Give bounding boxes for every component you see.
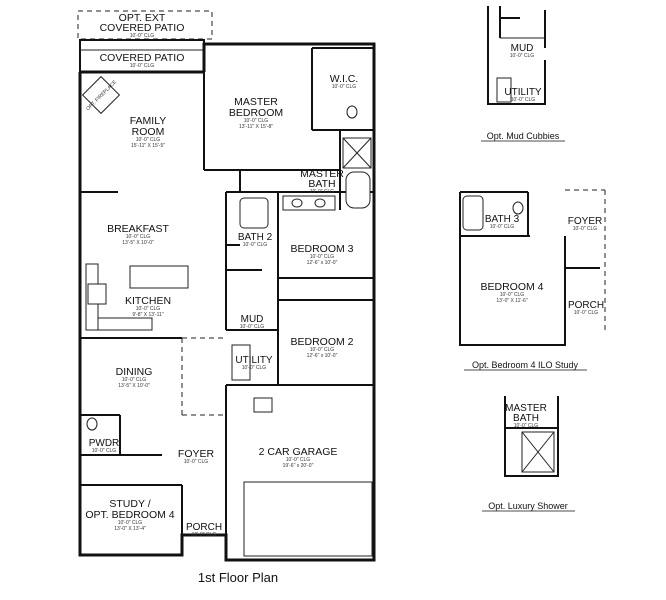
svg-text:10'-0" CLG: 10'-0" CLG bbox=[510, 53, 535, 59]
room-bedroom2: BEDROOM 2 bbox=[290, 336, 353, 348]
svg-text:13'-5" X 10'-0": 13'-5" X 10'-0" bbox=[118, 383, 150, 389]
svg-text:10'-0" CLG: 10'-0" CLG bbox=[243, 242, 268, 248]
room-breakfast: BREAKFAST bbox=[107, 223, 169, 235]
svg-text:BEDROOM: BEDROOM bbox=[229, 107, 283, 119]
option-mud-cubbies: MUD 10'-0" CLG UTILITY 10'-0" CLG Opt. M… bbox=[481, 6, 565, 142]
svg-text:10'-0" CLG: 10'-0" CLG bbox=[573, 226, 598, 232]
opt2-room-foyer: FOYER bbox=[568, 216, 602, 227]
room-mud: MUD bbox=[241, 314, 264, 325]
svg-text:10'-0" CLG: 10'-0" CLG bbox=[184, 459, 209, 465]
svg-text:10'-0" CLG: 10'-0" CLG bbox=[310, 347, 335, 353]
kitchen-island bbox=[129, 265, 189, 289]
fireplace bbox=[81, 75, 121, 115]
room-family: FAMILY bbox=[130, 115, 167, 127]
room-opt-ext-patio: OPT. EXT bbox=[119, 12, 166, 24]
svg-text:10'-0" CLG: 10'-0" CLG bbox=[130, 63, 155, 69]
svg-text:10'-0" CLG: 10'-0" CLG bbox=[242, 365, 267, 371]
svg-text:12'-6" x 10'-0": 12'-6" x 10'-0" bbox=[307, 353, 338, 359]
svg-text:13'-11" X 15'-8": 13'-11" X 15'-8" bbox=[239, 124, 273, 130]
svg-text:13'-0" X 13'-4": 13'-0" X 13'-4" bbox=[114, 526, 146, 532]
master-tub bbox=[345, 171, 371, 209]
svg-text:10'-0" CLG: 10'-0" CLG bbox=[92, 448, 117, 454]
svg-text:15'-11" X 15'-5": 15'-11" X 15'-5" bbox=[131, 143, 165, 149]
svg-text:ROOM: ROOM bbox=[132, 126, 165, 138]
garage-door bbox=[243, 481, 373, 557]
svg-text:COVERED PATIO: COVERED PATIO bbox=[100, 22, 185, 34]
opt2-room-porch: PORCH bbox=[568, 300, 604, 311]
room-foyer: FOYER bbox=[178, 448, 215, 460]
svg-text:10'-0" CLG: 10'-0" CLG bbox=[500, 292, 525, 298]
svg-text:10'-0" CLG: 10'-0" CLG bbox=[244, 118, 269, 124]
room-covered-patio: COVERED PATIO bbox=[100, 52, 185, 64]
svg-text:10'-0" CLG: 10'-0" CLG bbox=[574, 310, 599, 316]
svg-text:10'-0" CLG: 10'-0" CLG bbox=[514, 423, 539, 429]
svg-text:10'-0" CLG: 10'-0" CLG bbox=[286, 457, 311, 463]
opt3-caption: Opt. Luxury Shower bbox=[488, 501, 568, 511]
svg-text:13'-0" X 11'-6": 13'-0" X 11'-6" bbox=[496, 298, 527, 304]
room-kitchen: KITCHEN bbox=[125, 295, 171, 307]
plan-title: 1st Floor Plan bbox=[198, 570, 278, 585]
svg-text:10'-0" CLG: 10'-0" CLG bbox=[192, 532, 217, 538]
opt2-room-bedroom4: BEDROOM 4 bbox=[480, 281, 543, 293]
opt3-room-master-bath: MASTER bbox=[505, 403, 547, 414]
room-bath2: BATH 2 bbox=[238, 232, 273, 243]
svg-text:10'-0" CLG: 10'-0" CLG bbox=[240, 324, 265, 330]
svg-text:10'-0" CLG: 10'-0" CLG bbox=[130, 33, 155, 39]
svg-text:10'-0" CLG: 10'-0" CLG bbox=[136, 306, 161, 312]
option-luxury-shower: MASTER BATH 10'-0" CLG Opt. Luxury Showe… bbox=[482, 396, 575, 512]
room-master-bedroom: MASTER bbox=[234, 96, 278, 108]
svg-text:10'-0" CLG: 10'-0" CLG bbox=[126, 234, 151, 240]
room-porch: PORCH bbox=[186, 522, 222, 533]
room-dining: DINING bbox=[116, 366, 153, 378]
svg-text:19'-6" x 20'-0": 19'-6" x 20'-0" bbox=[283, 463, 314, 469]
room-labels: OPT. EXT COVERED PATIO 10'-0" CLG COVERE… bbox=[85, 12, 358, 538]
svg-text:10'-0" CLG: 10'-0" CLG bbox=[511, 97, 536, 103]
exterior-wall bbox=[78, 42, 376, 562]
opt1-room-mud: MUD bbox=[511, 43, 534, 54]
room-master-bath: MASTER bbox=[300, 168, 344, 180]
svg-text:10'-0" CLG: 10'-0" CLG bbox=[136, 137, 161, 143]
room-garage: 2 CAR GARAGE bbox=[259, 446, 338, 458]
svg-text:9'-8" X 13'-11": 9'-8" X 13'-11" bbox=[132, 312, 163, 318]
option-bedroom4: BATH 3 10'-0" CLG FOYER 10'-0" CLG BEDRO… bbox=[459, 189, 606, 371]
main-plan bbox=[77, 10, 376, 562]
svg-text:13'-5" X 10'-0": 13'-5" X 10'-0" bbox=[122, 240, 154, 246]
svg-text:10'-0" CLG: 10'-0" CLG bbox=[122, 377, 147, 383]
svg-text:10'-0" CLG: 10'-0" CLG bbox=[332, 84, 357, 90]
room-utility: UTILITY bbox=[235, 355, 273, 366]
svg-text:OPT. BEDROOM 4: OPT. BEDROOM 4 bbox=[85, 509, 174, 521]
room-bedroom3: BEDROOM 3 bbox=[290, 243, 353, 255]
svg-text:BATH: BATH bbox=[308, 178, 335, 190]
room-pwdr: PWDR bbox=[89, 438, 120, 449]
svg-text:BATH: BATH bbox=[513, 413, 539, 424]
svg-text:10'-0" CLG: 10'-0" CLG bbox=[310, 189, 335, 195]
opt2-caption: Opt. Bedroom 4 ILO Study bbox=[472, 360, 579, 370]
opt1-caption: Opt. Mud Cubbies bbox=[487, 131, 560, 141]
opt1-room-utility: UTILITY bbox=[504, 87, 542, 98]
svg-text:10'-0" CLG: 10'-0" CLG bbox=[118, 520, 143, 526]
room-wic: W.I.C. bbox=[330, 73, 359, 85]
room-study: STUDY / bbox=[109, 498, 150, 510]
svg-text:10'-0" CLG: 10'-0" CLG bbox=[310, 254, 335, 260]
opt2-room-bath3: BATH 3 bbox=[485, 214, 520, 225]
svg-text:12'-6" x 10'-0": 12'-6" x 10'-0" bbox=[307, 260, 338, 266]
svg-text:10'-0" CLG: 10'-0" CLG bbox=[490, 224, 515, 230]
